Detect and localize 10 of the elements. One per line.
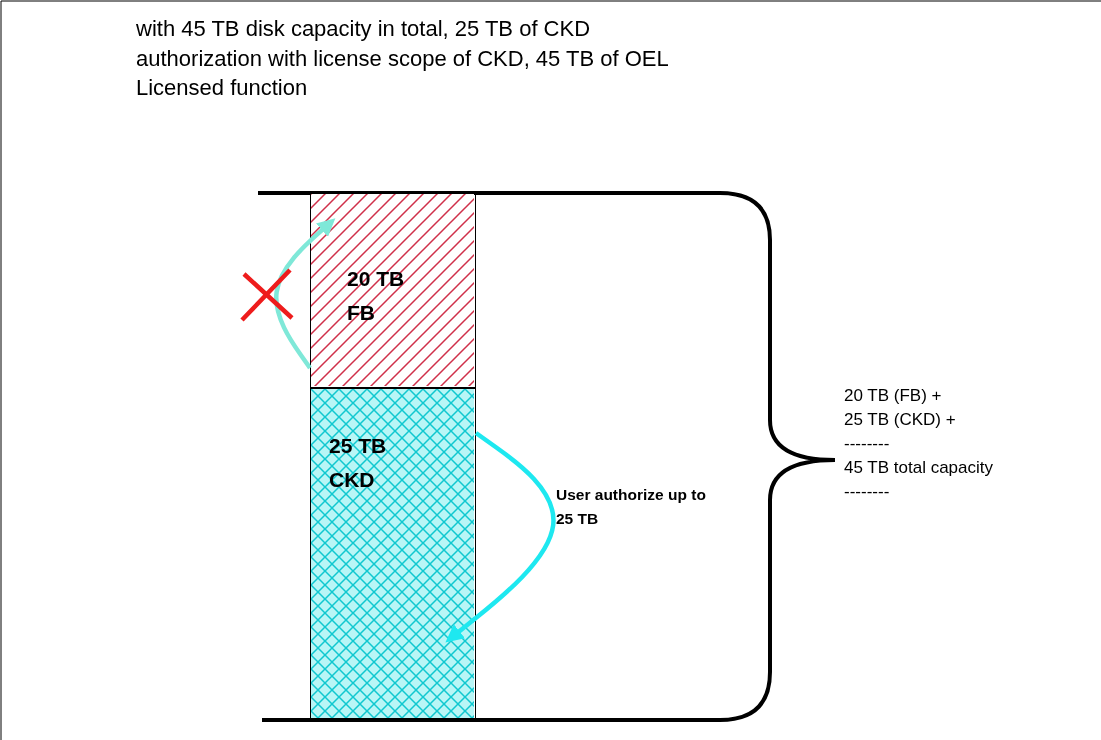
curved-arrow (445, 431, 556, 643)
capacity-sum-text: 45 TB total capacity (844, 457, 993, 479)
title: with 45 TB disk capacity in total, 25 TB of CKD authorization with license scope of CKD, 45 TB of OEL Licensed function (136, 15, 669, 102)
capacity-sum-text: -------- (844, 433, 890, 455)
storage-segment (310, 193, 476, 388)
storage-segment (310, 388, 476, 720)
capacity-sum-text: -------- (844, 481, 890, 503)
curved-arrow (274, 218, 336, 370)
capacity-sum-text: 25 TB (CKD) + (844, 409, 956, 431)
capacity-sum-text: 20 TB (FB) + (844, 385, 942, 407)
